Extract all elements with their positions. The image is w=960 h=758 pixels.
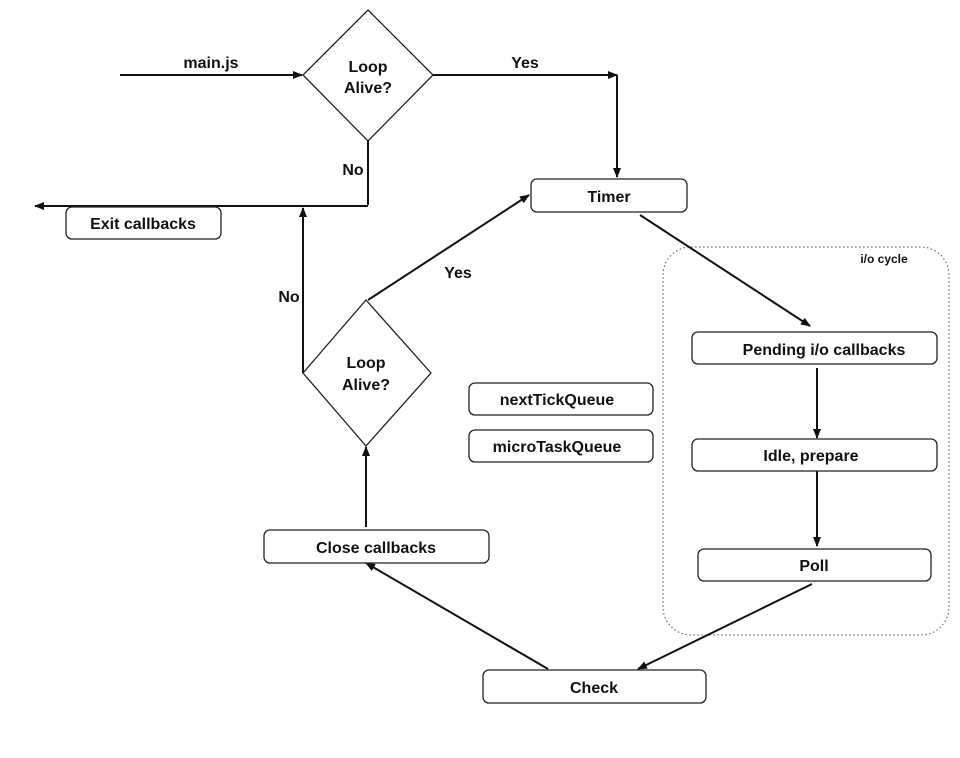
micro-task-queue-box: [468, 429, 654, 463]
loop-alive-middle-line1: Loop: [346, 355, 385, 372]
middle-yes-label: Yes: [444, 265, 472, 282]
micro-task-queue-label: microTaskQueue: [493, 439, 622, 456]
check-box: [482, 669, 707, 704]
io-cycle-label: i/o cycle: [860, 252, 908, 266]
poll-box: [697, 548, 932, 582]
loop-alive-decision-top: [302, 9, 434, 142]
pending-io-callbacks-label: Pending i/o callbacks: [743, 342, 906, 359]
top-no-label: No: [342, 162, 364, 179]
timer-box: [530, 178, 688, 213]
loop-alive-middle-line2: Alive?: [342, 377, 390, 394]
edge-poll-to-check: [637, 583, 813, 670]
middle-no-label: No: [278, 289, 300, 306]
close-callbacks-box: [263, 529, 490, 564]
pending-io-callbacks-box: [691, 331, 938, 365]
close-callbacks-label: Close callbacks: [316, 540, 436, 557]
exit-callbacks-label: Exit callbacks: [90, 216, 196, 233]
timer-label: Timer: [587, 189, 630, 206]
edge-timer-to-pending: [639, 214, 811, 327]
check-label: Check: [570, 680, 618, 697]
next-tick-queue-box: [468, 382, 654, 416]
io-cycle-group: [662, 246, 950, 636]
edge-check-to-close: [365, 562, 549, 670]
idle-prepare-box: [691, 438, 938, 472]
entry-label: main.js: [183, 55, 238, 72]
poll-label: Poll: [799, 558, 828, 575]
exit-callbacks-box: [65, 206, 222, 240]
loop-alive-top-line2: Alive?: [344, 80, 392, 97]
edge-middle-yes-to-timer: [367, 194, 530, 301]
idle-prepare-label: Idle, prepare: [763, 448, 858, 465]
top-yes-label: Yes: [511, 55, 539, 72]
loop-alive-top-line1: Loop: [348, 59, 387, 76]
next-tick-queue-label: nextTickQueue: [500, 392, 615, 409]
loop-alive-decision-middle: [302, 299, 432, 447]
